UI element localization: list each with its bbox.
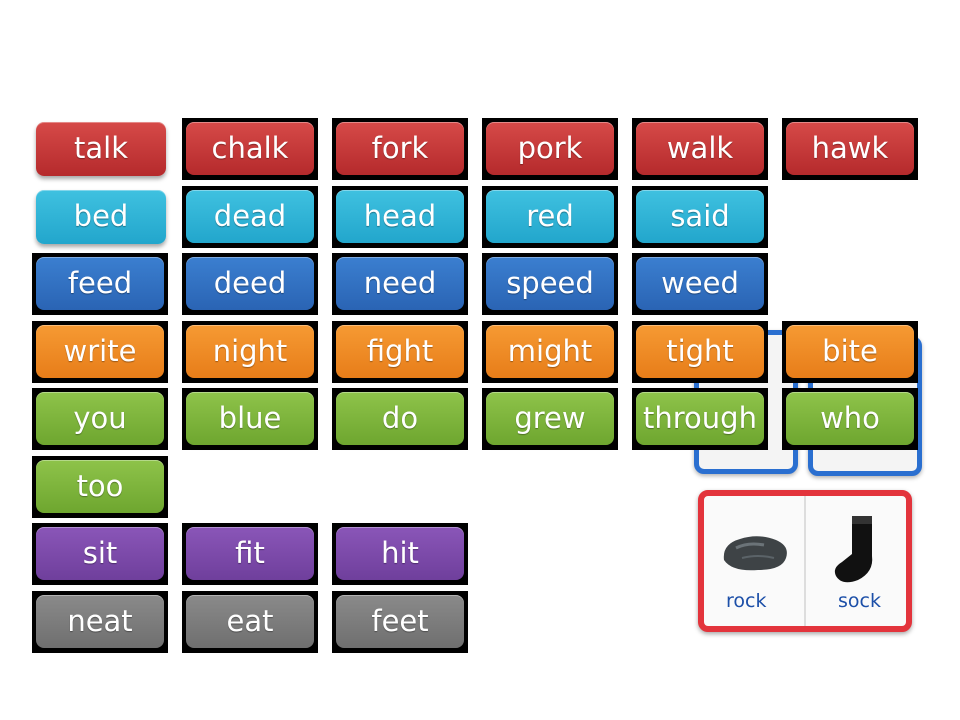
puzzle-word-left: rock — [726, 590, 767, 612]
word-tile-blue[interactable]: blue — [186, 392, 314, 445]
word-tile-speed[interactable]: speed — [486, 257, 614, 310]
tile-slot: grew — [482, 388, 618, 450]
word-tile-feet[interactable]: feet — [336, 595, 464, 648]
word-tile-neat[interactable]: neat — [36, 595, 164, 648]
tile-slot: you — [32, 388, 168, 450]
word-tile-walk[interactable]: walk — [636, 122, 764, 175]
word-tile-night[interactable]: night — [186, 325, 314, 378]
tile-slot: blue — [182, 388, 318, 450]
word-tile-need[interactable]: need — [336, 257, 464, 310]
tile-slot: need — [332, 253, 468, 315]
word-tile-grew[interactable]: grew — [486, 392, 614, 445]
word-tile-deed[interactable]: deed — [186, 257, 314, 310]
tile-slot: do — [332, 388, 468, 450]
tile-slot: deed — [182, 253, 318, 315]
word-tile-fork[interactable]: fork — [336, 122, 464, 175]
tile-slot: said — [632, 186, 768, 248]
word-tile-fight[interactable]: fight — [336, 325, 464, 378]
word-tile-eat[interactable]: eat — [186, 595, 314, 648]
tile-slot: night — [182, 321, 318, 383]
tile-slot: fit — [182, 523, 318, 585]
word-tile-talk[interactable]: talk — [36, 122, 166, 176]
word-tile-chalk[interactable]: chalk — [186, 122, 314, 175]
word-tile-head[interactable]: head — [336, 190, 464, 243]
tile-slot: dead — [182, 186, 318, 248]
word-tile-through[interactable]: through — [636, 392, 764, 445]
sock-icon — [834, 516, 873, 583]
tile-slot: fight — [332, 321, 468, 383]
word-tile-do[interactable]: do — [336, 392, 464, 445]
tile-slot: bite — [782, 321, 918, 383]
tile-slot: feed — [32, 253, 168, 315]
tile-slot: red — [482, 186, 618, 248]
puzzle-seam — [804, 496, 806, 626]
word-tile-might[interactable]: might — [486, 325, 614, 378]
word-tile-dead[interactable]: dead — [186, 190, 314, 243]
puzzle-card-rock-sock: rock sock — [698, 490, 912, 632]
tile-slot: pork — [482, 118, 618, 180]
tile-slot: neat — [32, 591, 168, 653]
word-tile-red[interactable]: red — [486, 190, 614, 243]
word-tile-who[interactable]: who — [786, 392, 914, 445]
word-tile-said[interactable]: said — [636, 190, 764, 243]
word-tile-feed[interactable]: feed — [36, 257, 164, 310]
tile-slot: talk — [36, 122, 172, 184]
tile-slot: feet — [332, 591, 468, 653]
word-tile-you[interactable]: you — [36, 392, 164, 445]
tile-slot: write — [32, 321, 168, 383]
tile-slot: might — [482, 321, 618, 383]
tile-slot: through — [632, 388, 768, 450]
word-tile-weed[interactable]: weed — [636, 257, 764, 310]
word-tile-sit[interactable]: sit — [36, 527, 164, 580]
puzzle-word-right: sock — [838, 590, 881, 612]
word-tile-hit[interactable]: hit — [336, 527, 464, 580]
word-tile-bed[interactable]: bed — [36, 190, 166, 244]
tile-slot: walk — [632, 118, 768, 180]
tile-slot: head — [332, 186, 468, 248]
word-tile-hawk[interactable]: hawk — [786, 122, 914, 175]
tile-slot: hawk — [782, 118, 918, 180]
tile-slot: who — [782, 388, 918, 450]
tile-slot: sit — [32, 523, 168, 585]
tile-slot: chalk — [182, 118, 318, 180]
word-tile-too[interactable]: too — [36, 460, 164, 513]
tile-slot: tight — [632, 321, 768, 383]
word-tile-fit[interactable]: fit — [186, 527, 314, 580]
tile-slot: fork — [332, 118, 468, 180]
word-tile-write[interactable]: write — [36, 325, 164, 378]
tile-slot: eat — [182, 591, 318, 653]
tile-slot: speed — [482, 253, 618, 315]
tile-slot: weed — [632, 253, 768, 315]
word-tile-pork[interactable]: pork — [486, 122, 614, 175]
word-tile-bite[interactable]: bite — [786, 325, 914, 378]
tile-slot: too — [32, 456, 168, 518]
word-tile-tight[interactable]: tight — [636, 325, 764, 378]
tile-slot: bed — [36, 190, 172, 252]
tile-slot: hit — [332, 523, 468, 585]
rock-icon — [723, 536, 787, 571]
